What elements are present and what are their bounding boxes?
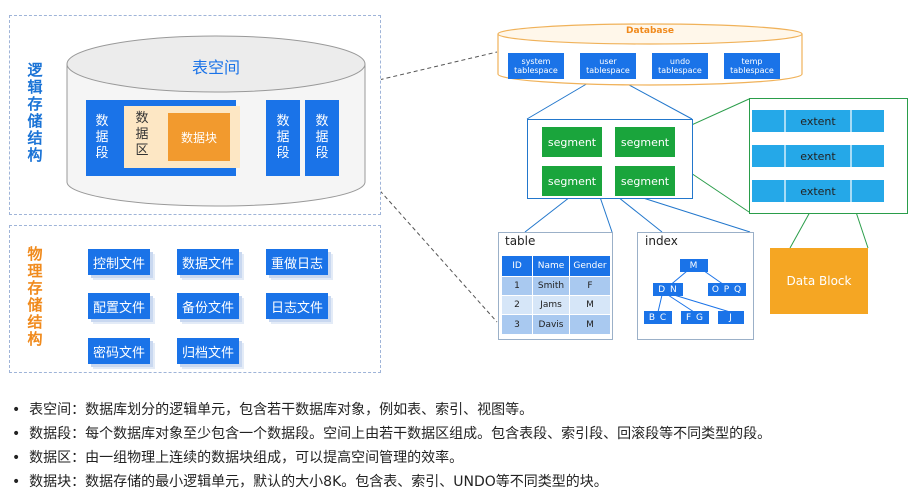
table-cell: F: [570, 277, 610, 295]
index-title: index: [645, 234, 678, 248]
table-cell: 1: [502, 277, 532, 295]
archive-file: 归档文件: [177, 338, 239, 364]
control-file: 控制文件: [88, 249, 150, 275]
password-file: 密码文件: [88, 338, 150, 364]
log-file: 日志文件: [266, 293, 328, 319]
tablespace-label: 表空间: [191, 58, 240, 77]
physical-structure-title: 物理 存储 结构: [27, 245, 43, 348]
table-cell: 3: [502, 315, 532, 334]
data-segment-box-3: 数据段: [305, 100, 339, 176]
logical-structure-title: 逻辑 存储 结构: [27, 61, 43, 164]
data-block: Data Block: [770, 248, 868, 314]
index-node: B C: [644, 311, 672, 324]
table-cell: M: [570, 296, 610, 314]
data-block-box: 数据块: [168, 113, 230, 161]
bullet-item: • 数据块：数据存储的最小逻辑单元，默认的大小8K。包含表、索引、UNDO等不同…: [12, 474, 608, 490]
redo-log-file: 重做日志: [266, 249, 328, 275]
data-file: 数据文件: [177, 249, 239, 275]
segment-2: segment: [615, 127, 675, 157]
table-cell: 2: [502, 296, 532, 314]
table-header: Name: [533, 256, 569, 276]
backup-file: 备份文件: [177, 293, 239, 319]
table-cell: Smith: [533, 277, 569, 295]
bullet-item: • 表空间：数据库划分的逻辑单元，包含若干数据库对象，例如表、索引、视图等。: [12, 402, 534, 418]
segment-4: segment: [615, 166, 675, 196]
index-node: D N: [653, 283, 683, 296]
bullet-item: • 数据区：由一组物理上连续的数据块组成，可以提高空间管理的效率。: [12, 450, 464, 466]
index-container: [637, 232, 754, 340]
table-cell: Davis: [533, 315, 569, 334]
table-header: Gender: [570, 256, 610, 276]
index-node-root: M: [680, 259, 708, 272]
config-file: 配置文件: [88, 293, 150, 319]
table-title: table: [505, 234, 536, 248]
index-node: J: [718, 311, 744, 324]
index-node: O P Q: [708, 283, 746, 296]
table-cell: Jams: [533, 296, 569, 314]
database-label: Database: [626, 26, 674, 36]
bullet-item: • 数据段：每个数据库对象至少包含一个数据段。空间上由若干数据区组成。包含表段、…: [12, 426, 772, 442]
table-header: ID: [502, 256, 532, 276]
index-node: F G: [681, 311, 709, 324]
data-extent-box: 数据区 数据块: [124, 106, 240, 168]
extent-dividers: [784, 110, 852, 202]
table-cell: M: [570, 315, 610, 334]
segment-1: segment: [542, 127, 602, 157]
table-grid: ID Name Gender 1 Smith F 2 Jams M 3 Davi…: [502, 256, 610, 335]
data-segment-box-2: 数据段: [266, 100, 300, 176]
segment-3: segment: [542, 166, 602, 196]
